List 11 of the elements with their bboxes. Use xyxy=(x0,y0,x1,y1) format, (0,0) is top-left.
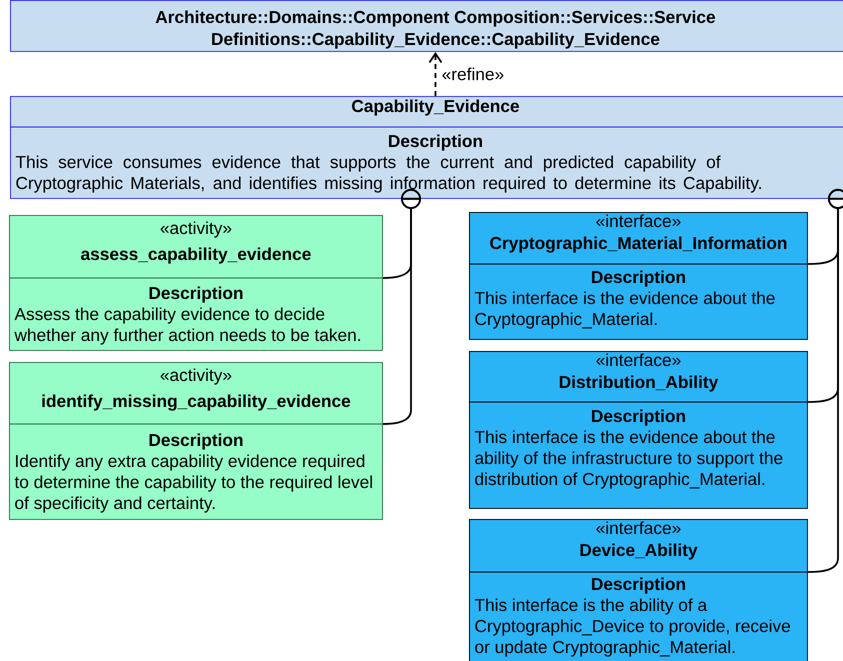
interface-box: «interface» Distribution_Ability Description This interface is the evidence about the ability of the infrastructure to support the distribution of Cryptographic_Material. xyxy=(468,351,808,509)
edge-label: «refine» xyxy=(440,66,506,82)
containment-line xyxy=(808,188,843,573)
interface-box: «interface» Cryptographic_Material_Information Description This interface is the evidence about the Cryptographic_Material. xyxy=(468,212,808,340)
service-box: Capability_Evidence Description This service consumes evidence that supports the current and predicted capability of Cryptographic Materials, and identifies missing information required to determine its Capability. xyxy=(10,96,843,199)
containment-line xyxy=(382,188,421,425)
interface-box: «interface» Device_Ability Description This interface is the ability of a Cryptographic_Device to provide, receive or update Cryptographic_Material. xyxy=(468,519,808,661)
dependency-arrow xyxy=(428,52,442,96)
package-box: Architecture::Domains::Component Composition::Services::Service Definitions::Capability_Evidence::Capability_Evidence xyxy=(10,0,843,52)
activity-box: «activity» identify_missing_capability_evidence Description Identify any extra capability evidence required to determine the capability to the required level of specificity and certainty. xyxy=(8,362,383,520)
activity-box: «activity» assess_capability_evidence Description Assess the capability evidence to decide whether any further action needs to be taken. xyxy=(8,215,383,351)
